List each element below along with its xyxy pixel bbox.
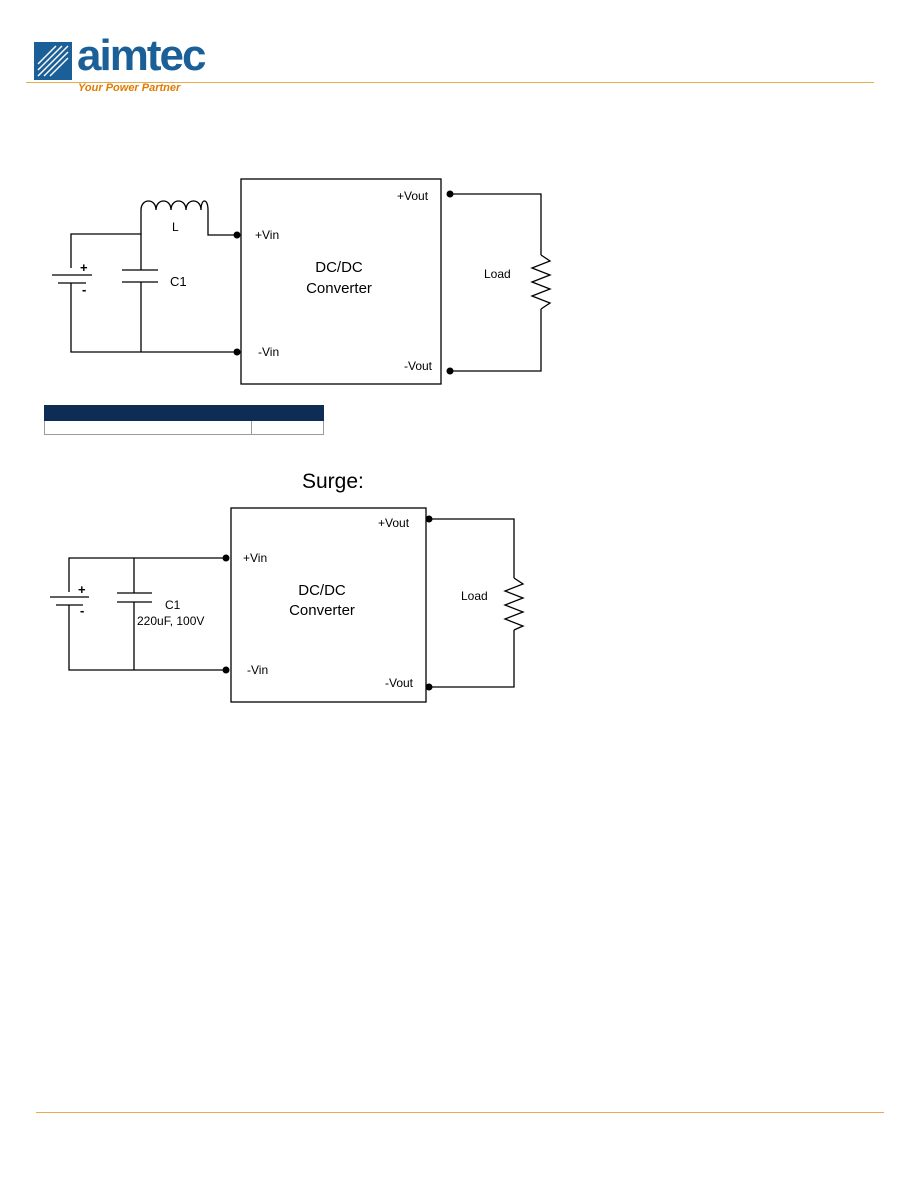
vout-minus-label: -Vout [404, 359, 433, 373]
surge-vout-plus-wire [428, 518, 515, 578]
surge-capacitor-value: 220uF, 100V [137, 614, 204, 628]
surge-terminal-vout-minus [425, 683, 433, 691]
surge-converter-label-line2: Converter [289, 602, 355, 619]
surge-top-input-wire [68, 557, 226, 592]
surge-battery-minus-label: - [80, 603, 84, 618]
table-header-cell [44, 405, 252, 421]
surge-bottom-input-wire [68, 605, 226, 671]
top-input-wire [70, 210, 142, 268]
terminal-vout-plus [446, 190, 454, 198]
table-cell [251, 420, 324, 435]
surge-vin-plus-label: +Vin [243, 551, 267, 565]
surge-capacitor-label: C1 [165, 598, 181, 612]
battery-plus-label: + [80, 260, 88, 275]
converter-label-line1: DC/DC [315, 259, 363, 276]
logo-wordmark: aimtec [77, 31, 206, 80]
footer-divider [36, 1112, 884, 1113]
surge-converter-label-line1: DC/DC [298, 582, 346, 599]
surge-vin-minus-label: -Vin [247, 663, 268, 677]
surge-circuit-diagram [50, 507, 525, 703]
bottom-input-wire [70, 283, 236, 353]
surge-converter-box [230, 507, 427, 703]
inductor-to-vin-wire [207, 210, 236, 236]
converter-label-line2: Converter [306, 280, 372, 297]
surge-battery-plus-label: + [78, 582, 86, 597]
terminal-vin-minus [233, 348, 241, 356]
surge-heading: Surge: [302, 470, 364, 493]
load-resistor [530, 254, 552, 310]
surge-load-resistor [503, 577, 525, 631]
logo-tagline: Your Power Partner [78, 82, 181, 94]
surge-terminal-vin-minus [222, 666, 230, 674]
surge-vout-plus-label: +Vout [378, 516, 410, 530]
terminal-vout-minus [446, 367, 454, 375]
surge-vout-minus-label: -Vout [385, 676, 414, 690]
surge-vout-minus-wire [428, 630, 515, 688]
brand-logo: aimtec Your Power Partner [34, 34, 224, 100]
table-row [44, 420, 324, 435]
vout-plus-wire [450, 193, 542, 255]
battery-minus-label: - [82, 282, 86, 297]
logo-mark-icon [34, 42, 72, 80]
vout-minus-wire [450, 309, 542, 372]
vout-plus-label: +Vout [397, 189, 429, 203]
inductor-label: L [172, 220, 179, 234]
table-header-cell [251, 405, 324, 421]
filter-circuit-diagram [52, 178, 552, 385]
surge-load-label: Load [461, 589, 488, 603]
table-cell [44, 420, 252, 435]
spec-table [44, 405, 324, 435]
terminal-vin-plus [233, 231, 241, 239]
load-label: Load [484, 267, 511, 281]
header-divider [26, 82, 874, 83]
surge-terminal-vin-plus [222, 554, 230, 562]
table-header-row [44, 405, 324, 421]
vin-minus-label: -Vin [258, 345, 279, 359]
converter-box [240, 178, 442, 385]
vin-plus-label: +Vin [255, 228, 279, 242]
capacitor-label: C1 [170, 274, 187, 289]
inductor-coil [140, 200, 209, 211]
surge-terminal-vout-plus [425, 515, 433, 523]
